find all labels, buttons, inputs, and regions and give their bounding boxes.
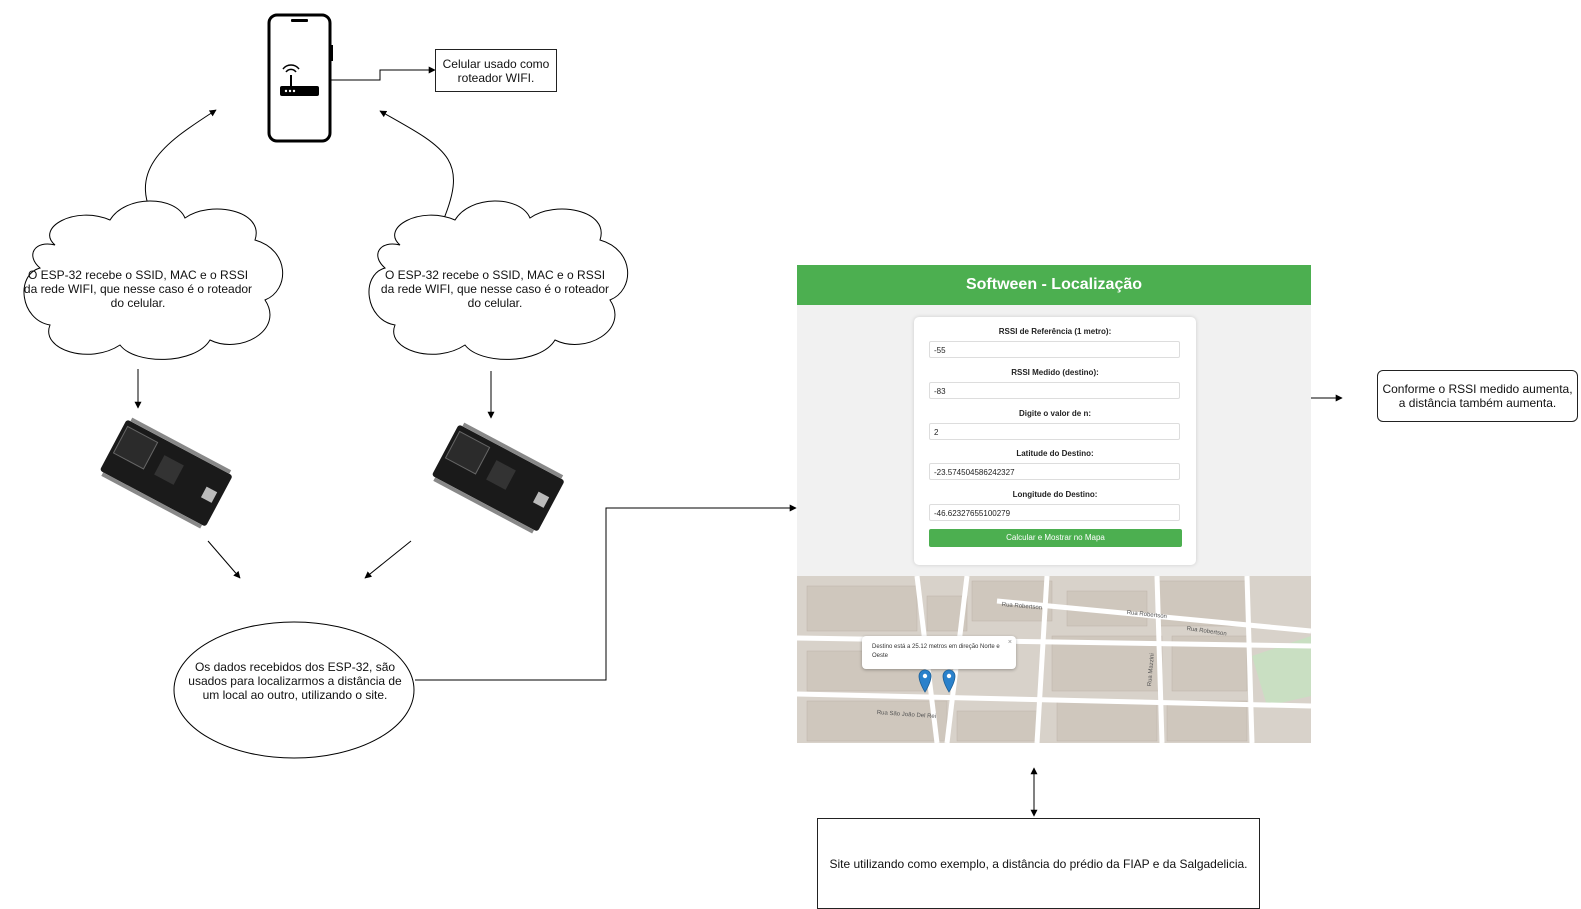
- phone-note-text: Celular usado como roteador WIFI.: [442, 56, 550, 85]
- ellipse-to-site-arrow: [415, 504, 797, 681]
- site-note-text: Site utilizando como exemplo, a distânci…: [829, 856, 1248, 871]
- popup-close-icon[interactable]: ×: [1007, 639, 1012, 646]
- rssi-ref-input[interactable]: -55: [929, 341, 1180, 358]
- lon-label: Longitude do Destino:: [1012, 490, 1098, 499]
- right-cloud-text: O ESP-32 recebe o SSID, MAC e o RSSI da …: [380, 268, 610, 310]
- left-cloud-text: O ESP-32 recebe o SSID, MAC e o RSSI da …: [23, 268, 253, 310]
- right-board-to-ellipse-arrow: [364, 540, 412, 579]
- site-note-box: Site utilizando como exemplo, a distânci…: [817, 818, 1260, 909]
- app-screenshot: Softween - Localização RSSI de Referênci…: [797, 265, 1311, 743]
- rssi-ref-label: RSSI de Referência (1 metro):: [998, 327, 1112, 336]
- phone-icon: [267, 13, 333, 143]
- lat-input[interactable]: -23.574504586242327: [929, 463, 1180, 480]
- map-popup-text: Destino está a 25.12 metros em direção N…: [872, 644, 1000, 659]
- calculate-button[interactable]: Calcular e Mostrar no Mapa: [929, 529, 1182, 547]
- n-input[interactable]: 2: [929, 423, 1180, 440]
- phone-note-box: Celular usado como roteador WIFI.: [435, 49, 557, 92]
- form-card: RSSI de Referência (1 metro): -55 RSSI M…: [914, 317, 1196, 565]
- app-title: Softween - Localização: [797, 265, 1311, 305]
- rssi-note-box: Conforme o RSSI medido aumenta, a distân…: [1377, 370, 1578, 422]
- left-cloud-to-phone-arrow: [145, 109, 217, 229]
- map-pins: [918, 669, 956, 693]
- left-board-to-ellipse-arrow: [207, 540, 241, 579]
- esp32-board-right-icon: [432, 422, 564, 534]
- lat-label: Latitude do Destino:: [1016, 449, 1094, 458]
- rssi-note-text: Conforme o RSSI medido aumenta, a distân…: [1382, 382, 1573, 410]
- map[interactable]: Destino está a 25.12 metros em direção N…: [797, 576, 1311, 743]
- ellipse-text: Os dados recebidos dos ESP-32, são usado…: [188, 660, 402, 702]
- rssi-measured-input[interactable]: -83: [929, 382, 1180, 399]
- origin-pin-icon: [918, 669, 932, 693]
- destination-pin-icon: [942, 669, 956, 693]
- n-label: Digite o valor de n:: [1018, 409, 1091, 418]
- esp32-board-left-icon: [100, 417, 232, 529]
- phone-note-connector: [322, 66, 436, 81]
- map-popup: Destino está a 25.12 metros em direção N…: [862, 636, 1016, 669]
- lon-input[interactable]: -46.62327655100279: [929, 504, 1180, 521]
- right-cloud-to-phone-arrow: [379, 110, 454, 229]
- rssi-measured-label: RSSI Medido (destino):: [1011, 368, 1099, 377]
